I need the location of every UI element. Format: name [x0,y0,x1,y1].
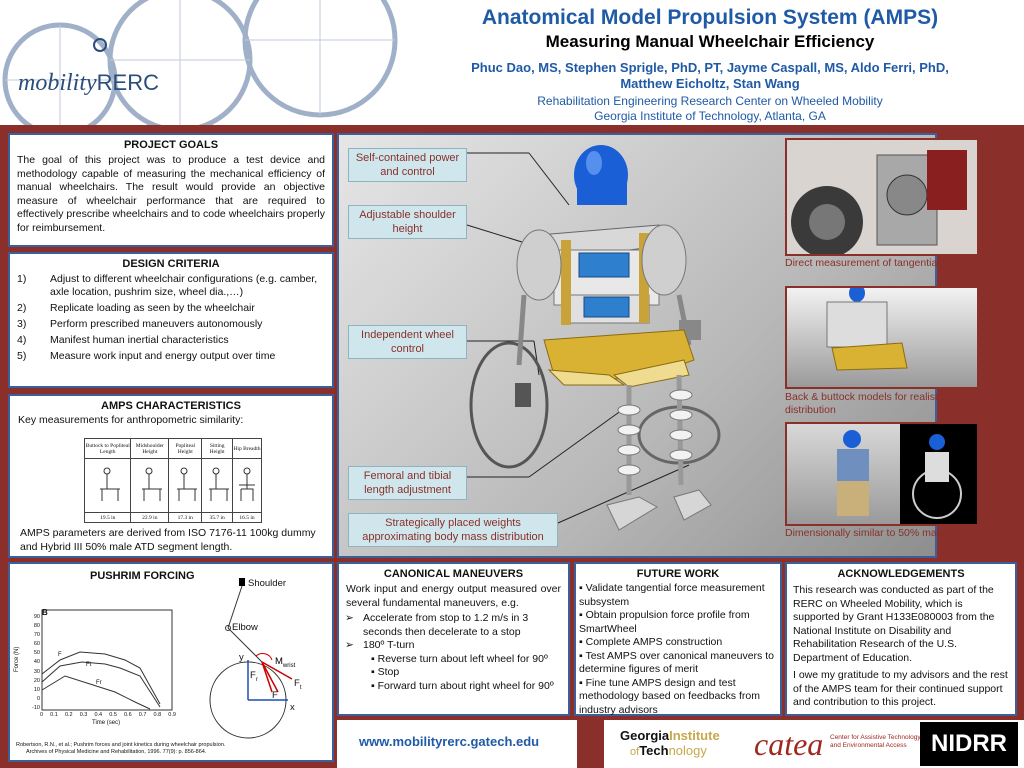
project-goals-panel: PROJECT GOALS The goal of this project w… [8,133,334,247]
characteristics-footer: AMPS parameters are derived from ISO 717… [20,527,316,553]
person-icon [93,38,107,52]
wheel-logo-graphic [2,0,398,125]
label-fr: Fr [250,670,258,683]
amps-characteristics-panel: AMPS CHARACTERISTICS Key measurements fo… [8,394,334,558]
front-figure-icon [231,458,263,513]
pushrim-force-chart [41,578,293,739]
design-criteria-heading: DESIGN CRITERIA [122,258,220,270]
list-item: ▪ Test AMPS over canonical maneuvers to … [579,649,774,676]
callout-weights: Strategically placed weights approximati… [348,513,558,547]
y-axis-label: Force (N) [14,646,20,672]
label-elbow: Elbow [232,622,258,633]
list-item: ▪ Complete AMPS construction [579,636,723,648]
poster-header: mobilityRERC Anatomical Model Propulsion… [0,0,1024,128]
canonical-maneuvers-panel: CANONICAL MANEUVERS Work input and energ… [337,562,570,716]
amps-characteristics-heading: AMPS CHARACTERISTICS [101,400,241,412]
callout-power-control: Self-contained power and control [348,148,467,182]
curve-label-fr: Fr [96,680,102,686]
nidrr-logo: NIDRR [920,722,1018,766]
list-item: ➢180º T-turn [345,639,415,651]
affiliation: Rehabilitation Engineering Research Cent… [537,94,883,123]
tangential-force-photo [785,138,979,256]
list-item: ▪ Obtain propulsion force profile from S… [579,609,750,635]
back-buttock-photo [785,286,979,389]
catea-text: Center for Assistive Technology and Envi… [830,734,921,749]
criteria-item: 4)Manifest human inertial characteristic… [17,334,229,346]
label-x: x [290,702,295,713]
callout-leg-length: Femoral and tibial length adjustment [348,466,467,500]
label-moment: Mwrist [275,656,296,669]
robot-render [466,145,721,531]
mobility-rerc-logo: mobilityRERC [18,70,159,96]
url-area: www.mobilityrerc.gatech.edu [337,720,577,768]
x-axis-label: Time (sec) [92,720,121,726]
ack-heading: ACKNOWLEDGEMENTS [837,568,965,580]
seated-figure-icon [130,458,170,513]
seated-figure-icon [201,458,233,513]
project-goals-heading: PROJECT GOALS [123,139,219,151]
atd-comparison-photo [785,422,979,526]
ack-paragraph-2: I owe my gratitude to my advisors and th… [793,669,1008,708]
project-goals-text: The goal of this project was to produce … [17,154,325,234]
pushrim-citation: Robertson, R.N., et al.; Pushrim forces … [16,742,226,755]
poster-subtitle: Measuring Manual Wheelchair Efficiency [545,32,875,51]
characteristics-intro: Key measurements for anthropometric simi… [18,414,244,426]
pushrim-heading: PUSHRIM FORCING [90,570,195,582]
georgia-tech-logo: GeorgiaInstitute ofTechnology [620,728,720,758]
caption-back-buttock: Back & buttock models for realistic load… [785,391,969,416]
callout-shoulder-height: Adjustable shoulder height [348,205,467,239]
future-work-list: ▪ Validate tangential force measurement … [576,580,780,719]
ack-paragraph-1: This research was conducted as part of t… [793,584,995,664]
caption-tangential-force: Direct measurement of tangential force [785,257,966,269]
label-ft: Ft [294,678,302,691]
future-work-panel: FUTURE WORK ▪ Validate tangential force … [574,562,782,716]
criteria-item: 1)Adjust to different wheelchair configu… [17,273,318,298]
authors: Phuc Dao, MS, Stephen Sprigle, PhD, PT, … [471,60,949,91]
catea-logo: catea [754,726,824,762]
acknowledgements-panel: ACKNOWLEDGEMENTS This research was condu… [785,562,1017,716]
website-link[interactable]: www.mobilityrerc.gatech.edu [359,734,540,749]
panel-label-b: B [42,608,48,617]
callout-wheel-control: Independent wheel control [348,325,467,359]
poster-title: Anatomical Model Propulsion System (AMPS… [481,6,939,29]
anthropometric-table: Buttock to Popliteal Length Midshoulder … [83,438,263,523]
design-criteria-panel: DESIGN CRITERIA 1)Adjust to different wh… [8,252,334,388]
criteria-item: 3)Perform prescribed maneuvers autonomou… [17,318,263,330]
label-y: y [239,652,244,663]
caption-atd: Dimensionally similar to 50% male ATD [785,527,968,539]
list-item: ▪ Validate tangential force measurement … [579,582,765,608]
canonical-list: ➢Accelerate from stop to 1.2 m/s in 3 se… [339,612,568,693]
future-work-heading: FUTURE WORK [636,568,720,580]
curve-label-ft: Ft [86,662,92,668]
curve-label-f: F [58,652,62,658]
criteria-item: 2)Replicate loading as seen by the wheel… [17,302,255,314]
seated-figure-icon [168,458,203,513]
label-shoulder: Shoulder [248,578,287,589]
list-item: ▪ Fine tune AMPS design and test methodo… [579,676,760,716]
label-f: F [272,690,278,701]
sponsor-logos: GeorgiaInstitute ofTechnology catea Cent… [604,720,1024,768]
canonical-heading: CANONICAL MANEUVERS [383,568,524,580]
seated-figure-icon [83,458,132,513]
canonical-intro: Work input and energy output measured ov… [346,583,561,609]
list-item: ➢Accelerate from stop to 1.2 m/s in 3 se… [345,612,529,638]
criteria-item: 5)Measure work input and energy output o… [17,350,276,362]
